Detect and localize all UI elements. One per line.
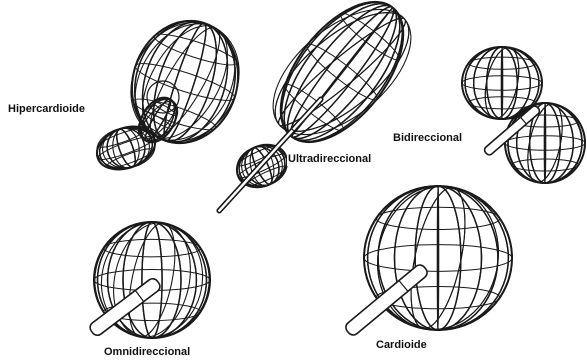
- label-ultradireccional: Ultradireccional: [287, 153, 372, 166]
- omnidireccional-pattern: [84, 211, 220, 348]
- hiper-rear-lobe: [86, 113, 165, 184]
- label-omnidireccional: Omnidireccional: [103, 346, 191, 359]
- label-cardioide: Cardioide: [375, 339, 428, 352]
- label-hipercardioide: Hipercardioide: [7, 103, 86, 116]
- hiper-main-lobe: [103, 0, 267, 169]
- bidir-lobe-bottom: [501, 96, 587, 190]
- ultradireccional-pattern: [217, 0, 445, 213]
- cardioide-pattern: [344, 172, 526, 344]
- bidireccional-pattern: [458, 40, 587, 190]
- hipercardioide-pattern: [86, 0, 266, 183]
- label-bidireccional: Bidireccional: [392, 132, 463, 145]
